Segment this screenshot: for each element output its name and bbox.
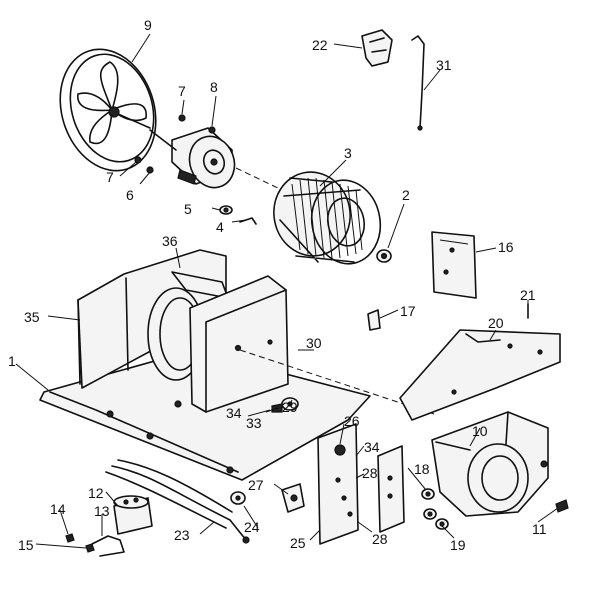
callout-35: 35 bbox=[24, 309, 40, 325]
callout-21: 21 bbox=[520, 287, 536, 303]
partition-30-part bbox=[189, 275, 435, 415]
wheel-nut-part bbox=[376, 249, 392, 263]
callout-31: 31 bbox=[436, 57, 452, 73]
callout-30: 30 bbox=[306, 335, 322, 351]
callout-labels: 9 7 8 3 2 5 4 6 7 22 31 16 17 21 20 36 3… bbox=[8, 17, 547, 553]
leader-lines bbox=[15, 33, 559, 549]
callout-8: 8 bbox=[210, 79, 218, 95]
power-cord-part bbox=[105, 459, 250, 544]
callout-3: 3 bbox=[344, 145, 352, 161]
callout-7-lower: 7 bbox=[106, 169, 114, 185]
callout-9: 9 bbox=[144, 17, 152, 33]
callout-25: 25 bbox=[290, 535, 306, 551]
callout-23: 23 bbox=[174, 527, 190, 543]
callout-26: 26 bbox=[344, 413, 360, 429]
screws-14-15 bbox=[65, 533, 95, 553]
callout-11: 11 bbox=[532, 521, 547, 537]
callout-17: 17 bbox=[400, 303, 416, 319]
callout-29: 29 bbox=[282, 399, 298, 415]
top-cover-part bbox=[399, 303, 561, 421]
callout-22: 22 bbox=[312, 37, 328, 53]
callout-32: 33 bbox=[246, 415, 262, 431]
callout-7-upper: 7 bbox=[178, 83, 186, 99]
callout-27: 27 bbox=[248, 477, 264, 493]
callout-15: 15 bbox=[18, 537, 34, 553]
screw-11-part bbox=[555, 499, 569, 513]
callout-18: 18 bbox=[414, 461, 430, 477]
switch-27-part bbox=[281, 483, 305, 513]
callout-28-lower: 28 bbox=[372, 531, 388, 547]
capacitor-part bbox=[113, 495, 153, 535]
blower-housing-part bbox=[431, 411, 549, 517]
control-bracket-part bbox=[317, 423, 405, 545]
motor-part bbox=[149, 126, 283, 191]
callout-34-upper: 34 bbox=[364, 439, 380, 455]
motor-mount-hardware bbox=[134, 114, 257, 225]
callout-13: 13 bbox=[94, 503, 110, 519]
callout-14: 14 bbox=[50, 501, 66, 517]
callout-10: 10 bbox=[472, 423, 488, 439]
callout-19: 19 bbox=[450, 537, 466, 553]
clip-17-part bbox=[367, 309, 381, 331]
callout-24: 24 bbox=[244, 519, 260, 535]
callout-1: 1 bbox=[8, 353, 16, 369]
callout-33: 34 bbox=[226, 405, 242, 421]
strap-13-part bbox=[91, 535, 125, 557]
callout-28-upper: 28 bbox=[362, 465, 378, 481]
bracket-22-part bbox=[361, 29, 393, 67]
callout-6: 6 bbox=[126, 187, 134, 203]
washers-18-19 bbox=[421, 488, 449, 530]
callout-5: 5 bbox=[184, 201, 192, 217]
callout-16: 16 bbox=[498, 239, 514, 255]
callout-20: 20 bbox=[488, 315, 504, 331]
callout-12: 12 bbox=[88, 485, 104, 501]
wire-31-part bbox=[411, 35, 425, 131]
callout-4: 4 bbox=[216, 219, 224, 235]
callout-36: 36 bbox=[162, 233, 178, 249]
fan-blade-part bbox=[59, 48, 157, 172]
panel-16-part bbox=[431, 231, 477, 299]
callout-2: 2 bbox=[402, 187, 410, 203]
blower-wheel-part bbox=[273, 171, 382, 265]
